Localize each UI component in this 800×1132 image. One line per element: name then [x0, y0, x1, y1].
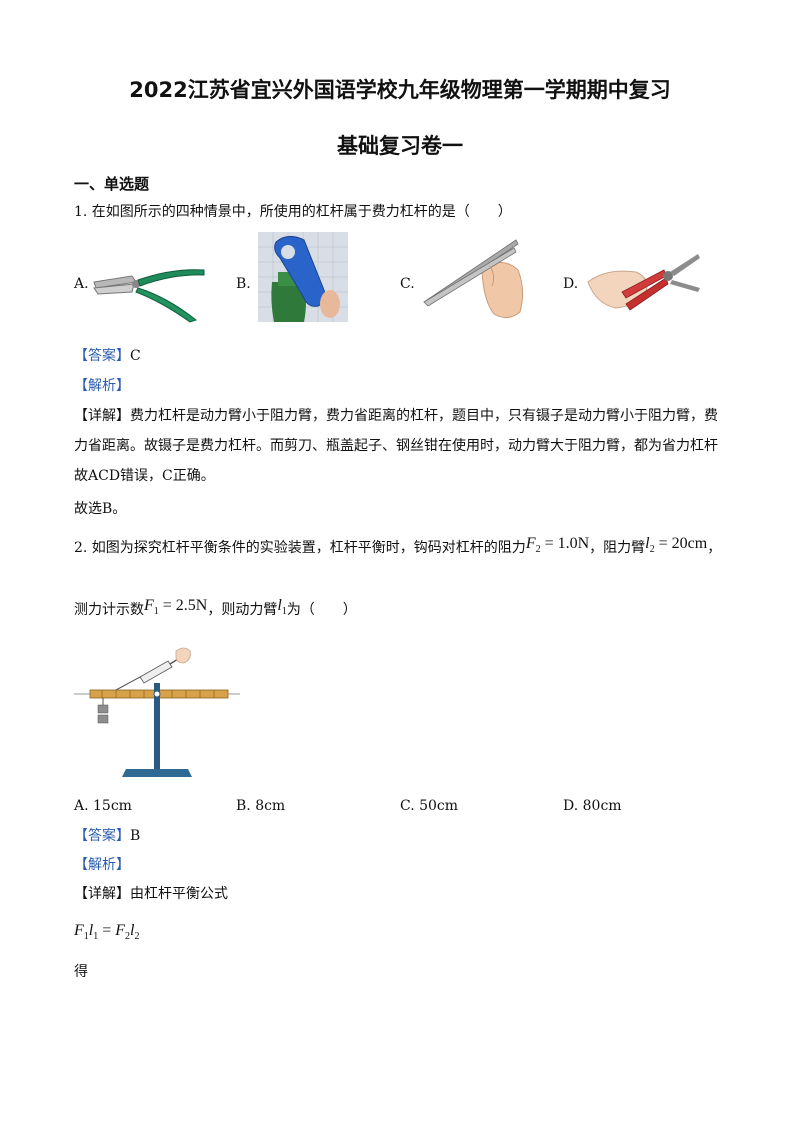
formula-l2: l: [130, 922, 135, 939]
document-title-line1: 2022江苏省宜兴外国语学校九年级物理第一学期期中复习: [129, 78, 671, 102]
formula-l-sub: 1: [93, 931, 99, 943]
q1-answer: C: [130, 348, 141, 364]
q2-f2-subscript: 2: [535, 544, 541, 556]
q1-stem: 1. 在如图所示的四种情景中，所使用的杠杆属于费力杠杆的是（ ）: [74, 204, 512, 220]
q2-option-b: B. 8cm: [236, 798, 286, 814]
q2-stem-part-c: ，: [707, 540, 722, 556]
q2-l1-symbol: l: [277, 597, 282, 614]
q2-f2-symbol: F: [525, 535, 536, 552]
q1-analysis-tag: 【解析】: [74, 378, 130, 394]
q2-l2-expression: l2 = 20cm: [645, 535, 708, 556]
lever-apparatus-image: [74, 647, 240, 777]
bottle-opener-image: [258, 232, 348, 322]
q2-f1-expression: F1 = 2.5N: [144, 597, 208, 618]
formula-l: l: [88, 922, 94, 939]
q2-answer: B: [130, 828, 141, 844]
q2-answer-tag: 【答案】: [74, 828, 130, 844]
q1-answer-tag: 【答案】: [74, 348, 130, 364]
q2-stem-line2: 测力计示数F1 = 2.5N，则动力臂l1为（ ）: [74, 597, 357, 626]
q2-stem-part-b: ，阻力臂: [589, 540, 646, 556]
q2-stem-part-e: ，则动力臂: [207, 602, 278, 618]
q2-therefore: 得: [74, 964, 88, 980]
q2-stem-part-d: 测力计示数: [74, 602, 144, 618]
q2-l2-subscript: 2: [649, 544, 655, 556]
q1-option-b-label: B.: [236, 276, 251, 292]
q2-f1-symbol: F: [144, 597, 154, 614]
q1-detail-tag: 【详解】: [74, 408, 130, 424]
q2-stem-line1: 2. 如图为探究杠杆平衡条件的实验装置，杠杆平衡时，钩码对杠杆的阻力F2 = 1…: [74, 535, 722, 564]
q2-l1-expression: l1: [277, 597, 287, 618]
formula-f: F: [74, 922, 84, 939]
q1-option-a-label: A.: [74, 276, 89, 292]
q2-l2-value: = 20cm: [654, 535, 708, 552]
q2-stem-part-f: 为（ ）: [286, 602, 357, 618]
q2-detail-tag: 【详解】: [74, 886, 130, 902]
q1-option-c-label: C.: [400, 276, 415, 292]
formula-l2-sub: 2: [134, 931, 140, 943]
q1-detail-line3: 故ACD错误，C正确。: [74, 468, 215, 484]
document-title-line2: 基础复习卷一: [337, 134, 463, 158]
q1-detail-line2: 力省距离。故镊子是费力杠杆。而剪刀、瓶盖起子、钢丝钳在使用时，动力臂大于阻力臂，…: [74, 438, 718, 454]
q2-f1-value: = 2.5N: [158, 597, 208, 614]
q2-l2-symbol: l: [645, 535, 650, 552]
section-heading: 一、单选题: [74, 175, 150, 193]
lever-balance-formula: F1l1 = F2l2: [74, 922, 140, 942]
q2-analysis-tag: 【解析】: [74, 857, 130, 873]
q2-f2-value: = 1.0N: [540, 535, 590, 552]
tweezers-image: [423, 239, 524, 318]
q2-option-d: D. 80cm: [563, 798, 622, 814]
q2-option-a: A. 15cm: [74, 798, 132, 814]
q2-f2-expression: F2 = 1.0N: [525, 535, 590, 556]
pliers-image: [587, 254, 700, 311]
q2-detail: 由杠杆平衡公式: [130, 886, 228, 902]
q2-stem-part-a: 2. 如图为探究杠杆平衡条件的实验装置，杠杆平衡时，钩码对杠杆的阻力: [74, 540, 526, 556]
q1-detail-line1: 费力杠杆是动力臂小于阻力臂，费力省距离的杠杆，题目中，只有镊子是动力臂小于阻力臂…: [130, 408, 718, 424]
formula-f-sub: 1: [83, 931, 89, 943]
formula-f2: F: [115, 922, 126, 939]
tin-snips-image: [93, 269, 205, 323]
q2-l1-subscript: 1: [281, 606, 287, 618]
q1-option-d-label: D.: [563, 276, 579, 292]
q2-f1-subscript: 1: [153, 606, 159, 618]
formula-f2-sub: 2: [125, 931, 131, 943]
q1-conclusion: 故选B。: [74, 501, 127, 517]
formula-equals: =: [98, 922, 116, 939]
q2-option-c: C. 50cm: [400, 798, 459, 814]
